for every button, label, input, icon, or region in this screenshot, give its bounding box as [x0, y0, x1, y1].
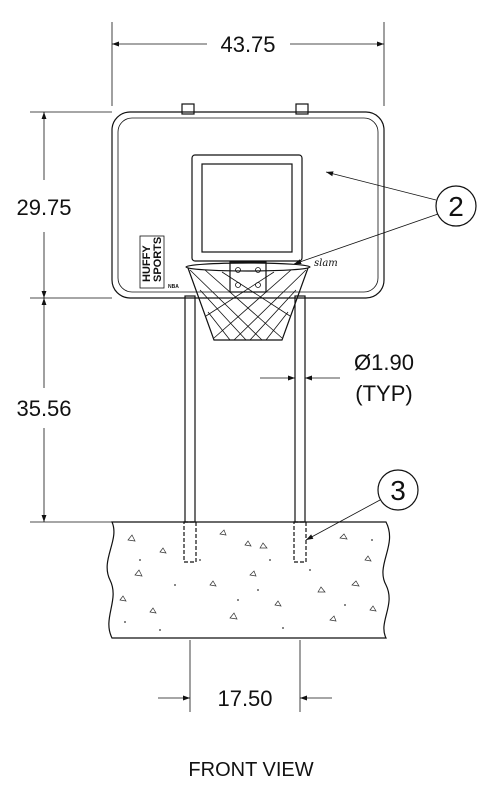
- backboard: HUFFY SPORTS NBA slam: [111, 103, 385, 299]
- backboard-height-value: 29.75: [16, 195, 71, 220]
- pole-height-value: 35.56: [16, 396, 71, 421]
- brand-logo: HUFFY SPORTS NBA: [139, 235, 179, 290]
- callout-3: 3: [305, 469, 419, 541]
- dimension-pole-height: 35.56: [16, 298, 112, 523]
- dimension-backboard-height: 29.75: [16, 111, 112, 299]
- view-title: FRONT VIEW: [188, 759, 313, 781]
- dimension-pole-spacing: 17.50: [158, 640, 332, 712]
- rim-and-net: [185, 261, 311, 341]
- backboard-width-value: 43.75: [220, 32, 275, 57]
- callout-2: 2: [293, 171, 477, 265]
- dimension-backboard-width: 43.75: [111, 22, 385, 106]
- concrete-aggregate-marks: [119, 529, 377, 622]
- rim-model-label: slam: [314, 258, 338, 269]
- dimension-pole-diameter: Ø1.90 (TYP): [260, 350, 414, 406]
- pole-diameter-value: Ø1.90: [354, 350, 414, 375]
- concrete-footing: [106, 521, 391, 639]
- left-pole: [183, 295, 197, 563]
- callout-2-number: 2: [448, 191, 464, 222]
- pole-diameter-note: (TYP): [355, 381, 412, 406]
- callout-3-number: 3: [390, 475, 406, 506]
- brand-line2: SPORTS: [152, 237, 164, 282]
- right-pole: [293, 295, 307, 563]
- league-mark: NBA: [168, 284, 179, 290]
- shooter-square: [191, 154, 303, 262]
- pole-spacing-value: 17.50: [217, 686, 272, 711]
- brand-line1: HUFFY: [141, 245, 153, 282]
